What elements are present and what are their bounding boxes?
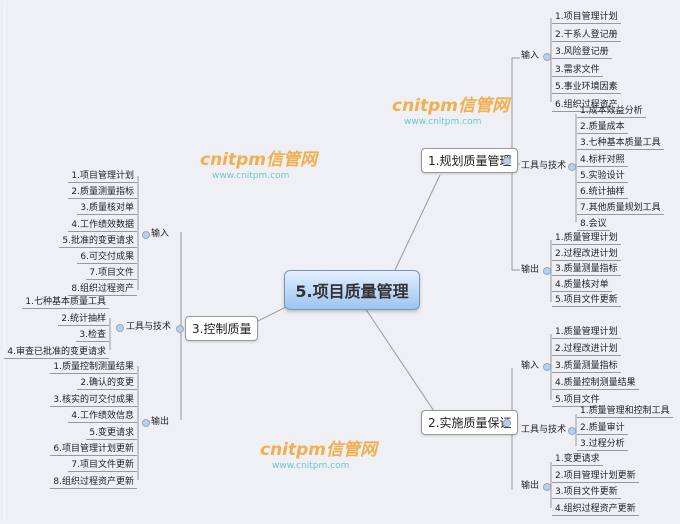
watermark-url: www.cnitpm.com [404, 117, 482, 127]
topic-plan-quality[interactable]: 1.规划质量管理 [421, 148, 519, 173]
leaf-item[interactable]: 3.七种基本质量工具 [577, 137, 664, 151]
group-control-output[interactable]: 输出 [151, 417, 170, 427]
leaf-item[interactable]: 3.检查 [76, 329, 109, 342]
watermark-url: www.cnitpm.com [272, 461, 350, 471]
group-assure-tools[interactable]: 工具与技术 [521, 425, 567, 435]
group-control-tools[interactable]: 工具与技术 [126, 322, 172, 332]
leaf-item[interactable]: 7.其他质量规划工具 [577, 202, 664, 216]
leaf-item[interactable]: 5.变更请求 [86, 427, 137, 440]
leaf-item[interactable]: 3.风险登记册 [552, 46, 612, 60]
leaf-item[interactable]: 5.事业环境因素 [552, 81, 621, 95]
leaf-item[interactable]: 2.质量审计 [577, 422, 628, 435]
collapse-plan-input-icon[interactable] [543, 53, 551, 61]
leaf-item[interactable]: 1.项目管理计划 [552, 11, 621, 24]
collapse-assure-output-icon[interactable] [543, 483, 551, 491]
leaf-item[interactable]: 1.质量管理和控制工具 [577, 405, 673, 418]
leaf-item[interactable]: 3.质量测量指标 [552, 360, 621, 373]
topic-control-quality[interactable]: 3.控制质量 [185, 316, 259, 341]
collapse-plan-output-icon[interactable] [543, 267, 551, 275]
topic-assure-quality[interactable]: 2.实施质量保证 [421, 410, 519, 435]
leaf-item[interactable]: 3.质量核对单 [77, 202, 137, 216]
leaf-item[interactable]: 5.实验设计 [577, 170, 628, 183]
leaf-item[interactable]: 2.确认的变更 [77, 377, 137, 391]
leaf-item[interactable]: 4.审查已批准的变更请求 [4, 346, 109, 359]
leaf-item[interactable]: 8.会议 [577, 218, 610, 232]
collapse-control-output-icon[interactable] [142, 419, 150, 427]
leaf-item[interactable]: 3.需求文件 [552, 64, 603, 77]
leaf-item[interactable]: 2.质量成本 [577, 121, 628, 135]
canvas-frame [4, 2, 677, 522]
group-assure-input[interactable]: 输入 [521, 361, 540, 371]
leaf-item[interactable]: 2.过程改进计划 [552, 248, 621, 261]
leaf-item[interactable]: 5.批准的变更请求 [59, 235, 137, 248]
leaf-item[interactable]: 7.项目文件 [86, 267, 137, 281]
leaf-item[interactable]: 1.变更请求 [552, 453, 603, 466]
leaf-item[interactable]: 6.可交付成果 [77, 251, 137, 264]
leaf-item[interactable]: 6.组织过程资产 [552, 99, 621, 112]
leaf-item[interactable]: 3.项目文件更新 [552, 486, 621, 499]
collapse-assure-tools-icon[interactable] [568, 427, 576, 435]
leaf-item[interactable]: 5.项目文件 [552, 394, 603, 407]
leaf-item[interactable]: 5.项目文件更新 [552, 294, 621, 308]
collapse-plan-icon[interactable] [503, 157, 511, 165]
leaf-item[interactable]: 1.成本效益分析 [577, 105, 646, 118]
collapse-assure-icon[interactable] [503, 419, 511, 427]
leaf-item[interactable]: 4.工作绩效数据 [68, 219, 137, 232]
leaf-item[interactable]: 4.组织过程资产更新 [552, 503, 639, 516]
leaf-item[interactable]: 7.项目文件更新 [68, 459, 137, 473]
group-plan-output[interactable]: 输出 [521, 265, 540, 275]
collapse-control-icon[interactable] [176, 325, 184, 333]
leaf-item[interactable]: 1.质量控制测量结果 [50, 361, 137, 374]
connector-central-plan [394, 174, 441, 271]
leaf-item[interactable]: 1.七种基本质量工具 [22, 296, 109, 309]
leaf-item[interactable]: 4.质量核对单 [552, 279, 612, 292]
group-assure-output[interactable]: 输出 [521, 481, 540, 491]
leaf-item[interactable]: 4.工作绩效信息 [68, 410, 137, 424]
leaf-item[interactable]: 4.标杆对照 [577, 154, 628, 167]
leaf-item[interactable]: 2.项目管理计划更新 [552, 470, 639, 483]
leaf-item[interactable]: 1.质量管理计划 [552, 326, 621, 339]
collapse-assure-input-icon[interactable] [543, 363, 551, 371]
leaf-item[interactable]: 2.过程改进计划 [552, 343, 621, 356]
leaf-item[interactable]: 6.项目管理计划更新 [50, 443, 137, 456]
group-control-input[interactable]: 输入 [151, 229, 170, 239]
leaf-item[interactable]: 2.干系人登记册 [552, 29, 621, 42]
watermark-logo: cnitpm信管网 [392, 96, 510, 116]
collapse-control-tools-icon[interactable] [116, 324, 124, 332]
leaf-item[interactable]: 4.质量控制测量结果 [552, 377, 639, 390]
connector-central-assure [364, 307, 441, 421]
leaf-item[interactable]: 3.质量测量指标 [552, 263, 621, 277]
leaf-item[interactable]: 3.过程分析 [577, 438, 628, 451]
leaf-item[interactable]: 2.统计抽样 [58, 313, 109, 326]
leaf-item[interactable]: 3.核实的可交付成果 [50, 394, 137, 407]
leaf-item[interactable]: 1.项目管理计划 [68, 170, 137, 183]
watermark-logo: cnitpm信管网 [200, 150, 318, 170]
group-plan-input[interactable]: 输入 [521, 51, 540, 61]
leaf-item[interactable]: 8.组织过程资产更新 [50, 476, 137, 489]
leaf-item[interactable]: 6.统计抽样 [577, 186, 628, 199]
leaf-item[interactable]: 1.质量管理计划 [552, 232, 621, 245]
central-topic[interactable]: 5.项目质量管理 [284, 270, 420, 310]
group-plan-tools[interactable]: 工具与技术 [521, 161, 567, 171]
watermark-url: www.cnitpm.com [212, 171, 290, 181]
leaf-item[interactable]: 2.质量测量指标 [68, 186, 137, 200]
collapse-plan-tools-icon[interactable] [568, 163, 576, 171]
collapse-control-input-icon[interactable] [142, 231, 150, 239]
leaf-item[interactable]: 8.组织过程资产 [68, 283, 137, 297]
watermark-logo: cnitpm信管网 [260, 440, 378, 460]
